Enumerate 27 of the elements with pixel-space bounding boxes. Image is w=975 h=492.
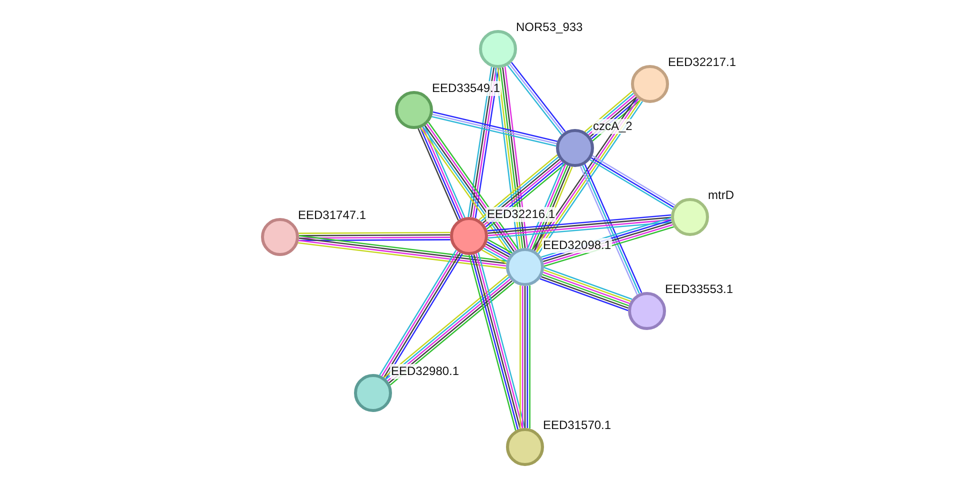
node-label: czcA_2 bbox=[592, 119, 634, 134]
interaction-line bbox=[526, 286, 528, 428]
node-label: EED32216.1 bbox=[486, 207, 556, 222]
interaction-line bbox=[298, 236, 450, 239]
protein-node bbox=[506, 428, 544, 466]
interaction-line bbox=[298, 234, 450, 236]
protein-node bbox=[479, 30, 517, 68]
protein-node bbox=[671, 198, 709, 236]
protein-node bbox=[506, 248, 544, 286]
protein-node bbox=[556, 129, 594, 167]
interaction-line bbox=[524, 286, 526, 428]
interaction-line bbox=[487, 238, 512, 254]
node-label: EED32098.1 bbox=[542, 238, 612, 253]
protein-node bbox=[628, 292, 666, 330]
interaction-line bbox=[520, 285, 521, 429]
interaction-line bbox=[522, 286, 524, 428]
interaction-line bbox=[529, 285, 530, 429]
node-label: NOR53_933 bbox=[515, 20, 584, 35]
protein-node bbox=[395, 91, 433, 129]
protein-node bbox=[631, 65, 669, 103]
node-label: EED32980.1 bbox=[390, 364, 460, 379]
node-label: EED33549.1 bbox=[431, 81, 502, 96]
interaction-line bbox=[486, 241, 511, 256]
protein-node bbox=[450, 217, 488, 255]
interaction-line bbox=[298, 232, 450, 234]
protein-node bbox=[354, 374, 392, 412]
protein-node bbox=[261, 218, 299, 256]
